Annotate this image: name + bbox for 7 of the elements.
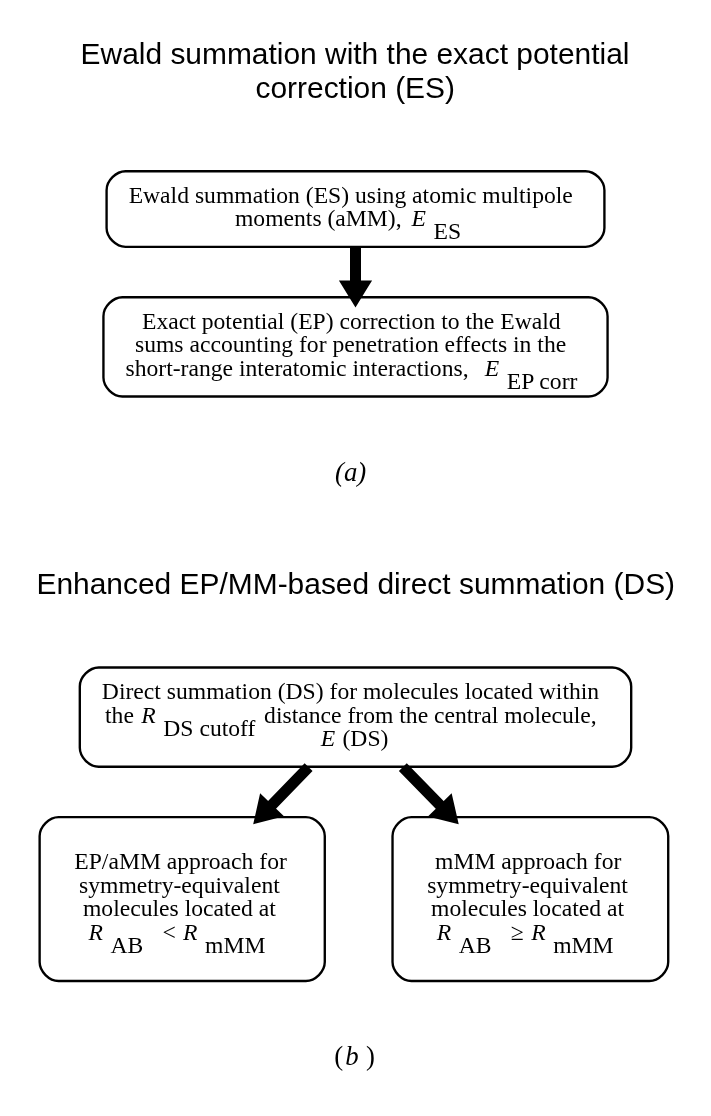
label: (b) xyxy=(334,1041,376,1072)
label: Enhanced EP/MM-based direct summation (DS) xyxy=(36,566,676,600)
arrow xyxy=(253,763,313,825)
arrow xyxy=(338,247,373,308)
arrow xyxy=(398,763,459,825)
label: Ewald summation with the exact potential correction (ES) xyxy=(80,37,630,104)
label: (a) xyxy=(335,456,367,487)
